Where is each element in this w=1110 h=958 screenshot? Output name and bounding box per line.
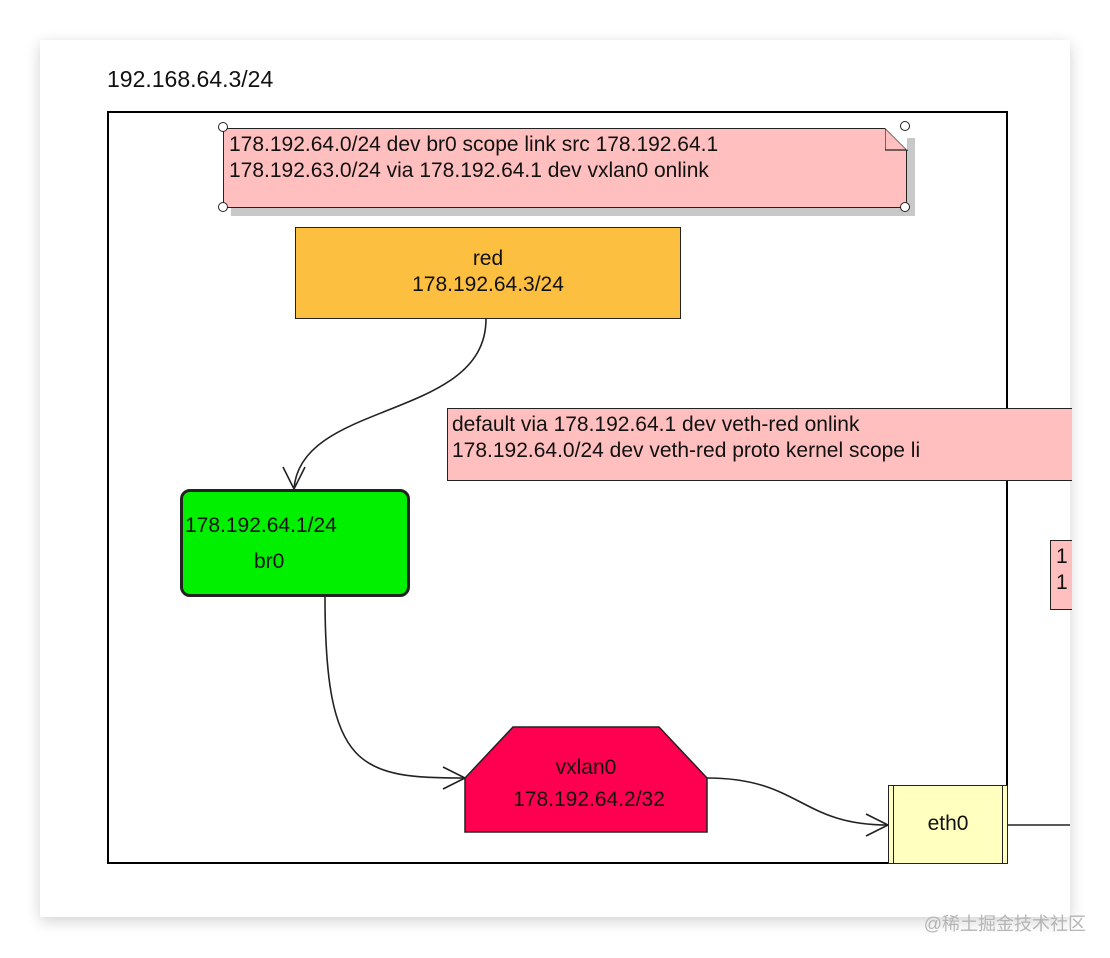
- host-frame: [107, 111, 1008, 864]
- clipped-note-line-2: 1: [1056, 571, 1068, 594]
- eth0-interface-node[interactable]: eth0: [888, 785, 1008, 864]
- selection-handle-top-right[interactable]: [900, 121, 910, 131]
- edge-red-to-br0: [293, 318, 487, 490]
- eth0-node-name: eth0: [927, 812, 969, 835]
- eth0-right-bar: [1002, 786, 1003, 863]
- red-namespace-node[interactable]: red 178.192.64.3/24: [295, 227, 681, 319]
- clipped-note-right[interactable]: 1 1: [1050, 540, 1072, 610]
- vxlan0-node-shape: [464, 726, 708, 833]
- br0-node-name: br0: [254, 550, 285, 573]
- vxlan0-name: vxlan0: [556, 756, 617, 779]
- vxlan0-ip: 178.192.64.2/32: [513, 788, 665, 811]
- selection-handle-top-left[interactable]: [218, 122, 228, 132]
- red-node-name: red: [472, 247, 504, 270]
- br0-node-ip: 178.192.64.1/24: [185, 514, 337, 537]
- clipped-note-line-1: 1: [1056, 545, 1068, 568]
- br0-routes-note[interactable]: 178.192.64.0/24 dev br0 scope link src 1…: [223, 128, 907, 208]
- note-fold-corner: [885, 128, 909, 151]
- watermark-text: @稀土掘金技术社区: [923, 914, 1086, 934]
- br0-bridge-node[interactable]: 178.192.64.1/24 br0: [180, 489, 410, 597]
- eth0-left-bar: [893, 786, 894, 863]
- red-route-line-1: default via 178.192.64.1 dev veth-red on…: [452, 413, 860, 436]
- edge-vxlan0-to-eth0: [706, 777, 889, 826]
- br0-route-line-2: 178.192.63.0/24 via 178.192.64.1 dev vxl…: [229, 159, 709, 182]
- selection-handle-bottom-left[interactable]: [218, 202, 228, 212]
- red-routes-note[interactable]: default via 178.192.64.1 dev veth-red on…: [447, 408, 1072, 481]
- host-ip-label: 192.168.64.3/24: [107, 66, 274, 92]
- edge-br0-to-vxlan0: [324, 596, 466, 779]
- br0-route-line-1: 178.192.64.0/24 dev br0 scope link src 1…: [229, 133, 719, 156]
- red-route-line-2: 178.192.64.0/24 dev veth-red proto kerne…: [452, 439, 921, 462]
- selection-handle-bottom-right[interactable]: [900, 202, 910, 212]
- red-node-ip: 178.192.64.3/24: [412, 273, 564, 296]
